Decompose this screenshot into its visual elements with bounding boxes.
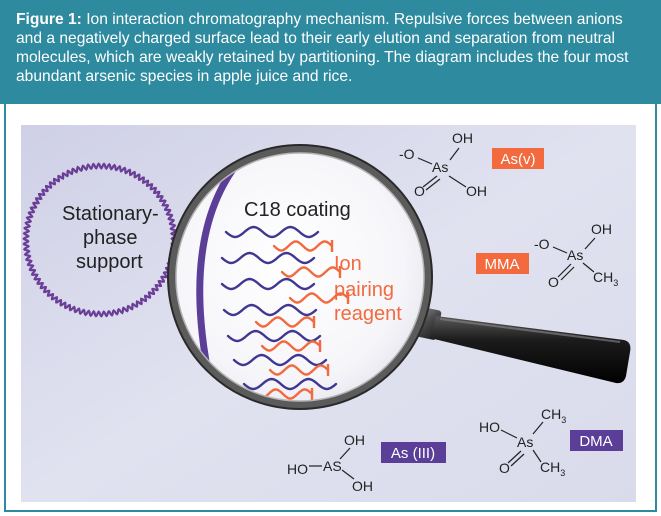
support-label-line-3: support	[76, 251, 143, 273]
c18-chain	[224, 225, 320, 239]
svg-text:OH: OH	[591, 221, 612, 237]
c18-coating-label: C18 coating	[244, 199, 351, 221]
svg-text:HO: HO	[479, 419, 500, 435]
c18-chain	[232, 353, 328, 367]
species-asv: OH -O As O OH As(v)	[399, 130, 544, 199]
support-label-line-1: Stationary-	[62, 203, 159, 225]
ion-pairing-reagent-label: Ion pairing reagent	[334, 253, 402, 325]
svg-text:OH: OH	[452, 130, 473, 146]
svg-text:As: As	[432, 159, 448, 175]
c18-chain	[242, 377, 338, 391]
svg-text:CH3: CH3	[593, 269, 618, 288]
c18-chain	[220, 251, 316, 265]
svg-text:O: O	[499, 460, 510, 476]
mma-badge	[476, 253, 529, 274]
c18-chain	[220, 277, 316, 291]
species-dma: CH3 HO As O CH3 DMA	[479, 406, 623, 478]
svg-text:OH: OH	[344, 432, 365, 448]
figure-caption: Figure 1: Ion interaction chromatography…	[0, 0, 661, 104]
ion-pairing-chain	[280, 266, 342, 278]
asiii-badge-text: As (III)	[391, 445, 435, 462]
species-mma: OH -O As O CH3 MMA	[476, 221, 618, 290]
ion-pairing-chain	[272, 240, 334, 252]
c18-chain	[226, 329, 322, 343]
species-asiii: OH HO AS OH As (III)	[287, 432, 446, 494]
asv-badge-text: As(v)	[501, 151, 536, 168]
svg-text:-O: -O	[534, 236, 550, 252]
ion-pairing-chain	[288, 292, 350, 304]
svg-text:CH3: CH3	[541, 406, 566, 425]
svg-text:AS: AS	[323, 458, 342, 474]
support-label-line-2: phase	[83, 227, 138, 249]
ion-pairing-chain	[254, 316, 316, 328]
ion-pairing-chain	[260, 340, 322, 352]
svg-text:HO: HO	[287, 461, 308, 477]
magnifier-lens	[167, 144, 433, 410]
stationary-phase-ring	[22, 162, 178, 318]
reagent-label-line-1: Ion	[334, 253, 362, 275]
support-label: Stationary- phase support	[62, 203, 159, 273]
caption-text: Ion interaction chromatography mechanism…	[16, 11, 629, 85]
svg-text:OH: OH	[352, 478, 373, 494]
dma-badge-text: DMA	[579, 433, 612, 450]
asiii-badge	[381, 442, 446, 463]
reagent-label-line-3: reagent	[334, 303, 402, 325]
c18-chain	[222, 303, 318, 317]
svg-text:O: O	[414, 183, 425, 199]
svg-text:As: As	[567, 247, 583, 263]
asv-badge	[492, 148, 544, 169]
svg-text:O: O	[548, 274, 559, 290]
svg-text:OH: OH	[466, 183, 487, 199]
reagent-label-line-2: pairing	[334, 279, 394, 301]
svg-text:-O: -O	[399, 146, 415, 162]
mma-badge-text: MMA	[485, 256, 520, 273]
svg-text:As: As	[517, 434, 533, 450]
dma-badge	[570, 430, 623, 451]
ion-pairing-chain	[268, 364, 330, 376]
caption-label: Figure 1:	[16, 11, 82, 28]
svg-text:CH3: CH3	[540, 459, 565, 478]
